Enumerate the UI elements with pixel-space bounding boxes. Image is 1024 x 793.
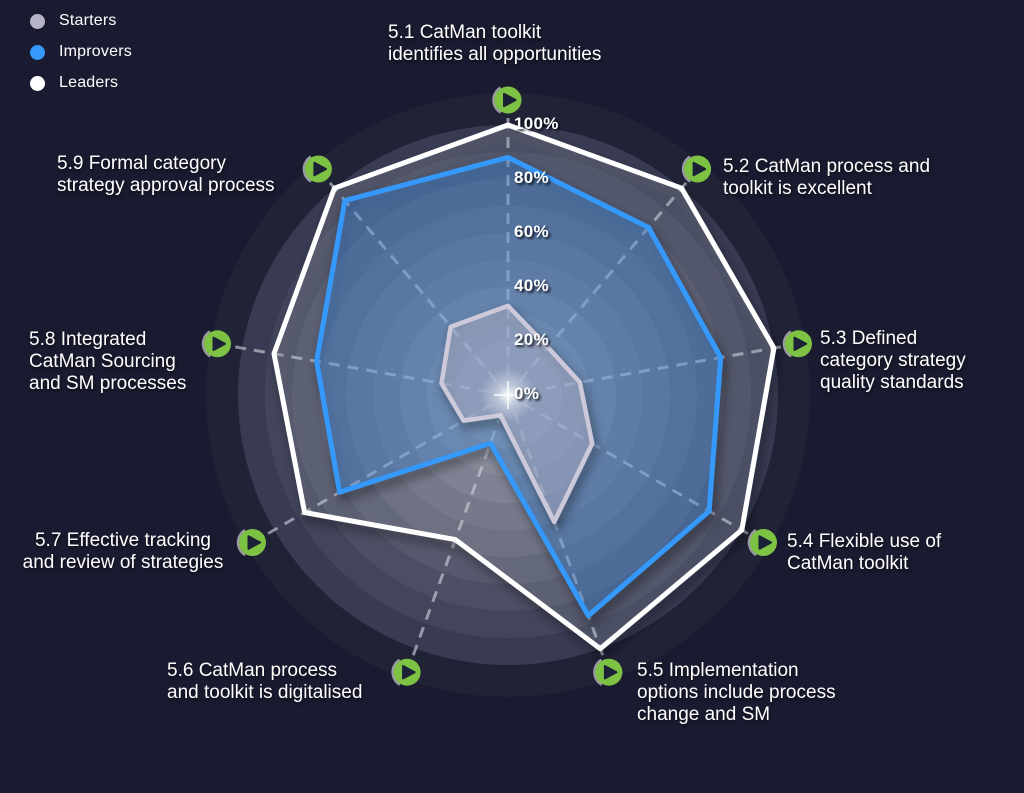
legend: Starters Improvers Leaders (30, 12, 132, 92)
legend-dot-starters (30, 13, 45, 29)
axis-label-5-6: 5.6 CatMan process and toolkit is digita… (167, 660, 363, 704)
axis-label-5-8: 5.8 Integrated CatMan Sourcing and SM pr… (29, 329, 187, 395)
axis-label-5-4: 5.4 Flexible use of CatMan toolkit (787, 531, 942, 575)
tick-40: 40% (514, 276, 549, 295)
tick-60: 60% (514, 222, 549, 241)
axis-play-icons (201, 80, 815, 688)
tick-20: 20% (514, 330, 549, 349)
legend-dot-improvers (30, 44, 45, 60)
legend-item-starters[interactable]: Starters (30, 12, 132, 30)
axis-label-5-9: 5.9 Formal category strategy approval pr… (57, 153, 275, 197)
axis-label-5-3: 5.3 Defined category strategy quality st… (820, 328, 966, 394)
axis-label-5-1: 5.1 CatMan toolkit identifies all opport… (388, 22, 602, 66)
legend-label: Improvers (59, 43, 132, 60)
tick-80: 80% (514, 168, 549, 187)
center-sparkle-icon (482, 369, 534, 421)
play-icon-5-1[interactable] (488, 80, 528, 120)
legend-label: Leaders (59, 74, 119, 91)
legend-dot-leaders (30, 75, 45, 91)
axis-label-5-5: 5.5 Implementation options include proce… (637, 660, 836, 726)
legend-item-leaders[interactable]: Leaders (30, 74, 132, 92)
axis-label-5-2: 5.2 CatMan process and toolkit is excell… (723, 156, 931, 200)
tick-100: 100% (514, 114, 559, 133)
legend-label: Starters (59, 12, 117, 29)
legend-item-improvers[interactable]: Improvers (30, 43, 132, 61)
tick-0: 0% (514, 384, 540, 403)
axis-label-5-7: 5.7 Effective tracking and review of str… (22, 530, 224, 574)
